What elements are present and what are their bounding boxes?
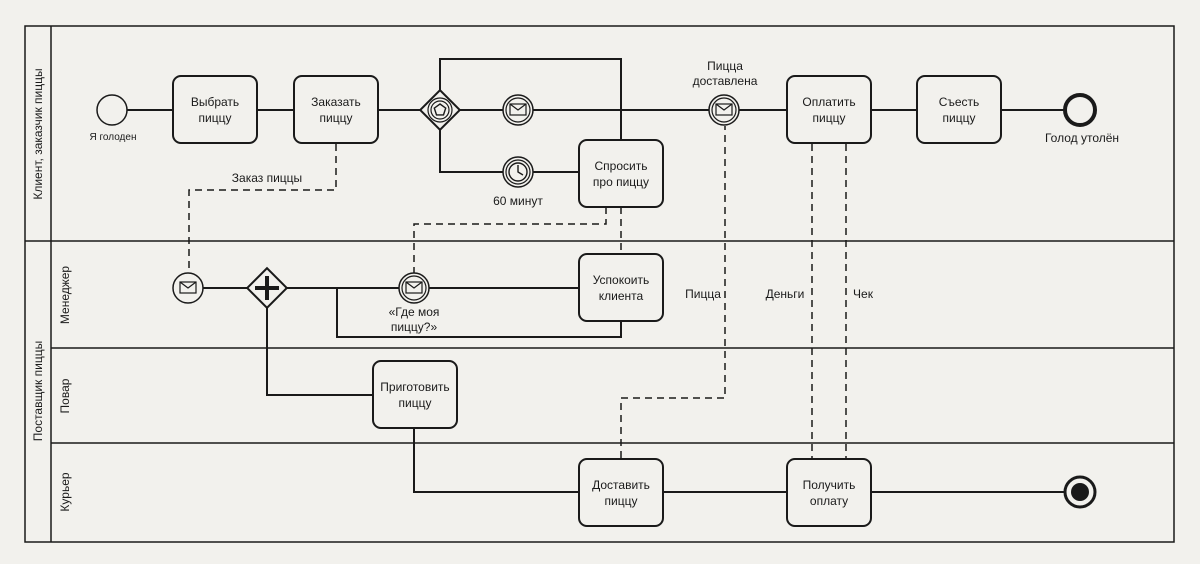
flow-parallel-cook — [266, 308, 372, 396]
task-eat-pizza[interactable]: Съесть пиццу — [916, 75, 1002, 144]
task-receive-payment[interactable]: Получить оплату — [786, 458, 872, 527]
cook-lane-label: Повар — [58, 378, 72, 414]
start-event — [96, 94, 128, 126]
task-pay-pizza[interactable]: Оплатить пиццу — [786, 75, 872, 144]
task-choose-pizza[interactable]: Выбрать пиццу — [172, 75, 258, 144]
flow-cook-deliver — [413, 429, 578, 493]
flow-gateway-top-loop — [439, 58, 622, 139]
where-message-label: «Где моя пиццу?» — [388, 305, 440, 334]
end-event — [1063, 93, 1097, 127]
manager-lane-label: Менеджер — [58, 265, 72, 325]
message-flow-order — [188, 144, 337, 273]
event-based-gateway — [418, 88, 462, 132]
timer-event-label: 60 минут — [493, 194, 543, 208]
pools-frame — [24, 25, 1175, 543]
task-calm-client[interactable]: Успокоить клиента — [578, 253, 664, 322]
start-event-label: Я голоден — [89, 132, 137, 143]
check-flow-label: Чек — [853, 287, 873, 301]
flow-gateway-timer — [439, 130, 503, 173]
task-ask-pizza[interactable]: Спросить про пиццу — [578, 139, 664, 208]
order-flow-label: Заказ пиццы — [231, 171, 303, 185]
task-order-pizza[interactable]: Заказать пиццу — [293, 75, 379, 144]
task-cook-pizza[interactable]: Приготовить пиццу — [372, 360, 458, 429]
end-event-label: Голод утолён — [1044, 131, 1120, 145]
task-deliver-pizza[interactable]: Доставить пиццу — [578, 458, 664, 527]
message-flow-pizza — [620, 126, 726, 458]
money-flow-label: Деньги — [765, 287, 805, 301]
supplier-pool-label: Поставщик пиццы — [31, 340, 45, 442]
client-pool-label: Клиент, заказчик пиццы — [31, 68, 45, 200]
pizza-flow-label: Пицца — [685, 287, 721, 301]
message-flow-where — [413, 207, 607, 273]
pizza-delivered-label: Пицца доставлена — [692, 59, 758, 88]
flow-calm-loop — [336, 288, 622, 338]
courier-lane-label: Курьер — [58, 472, 72, 512]
